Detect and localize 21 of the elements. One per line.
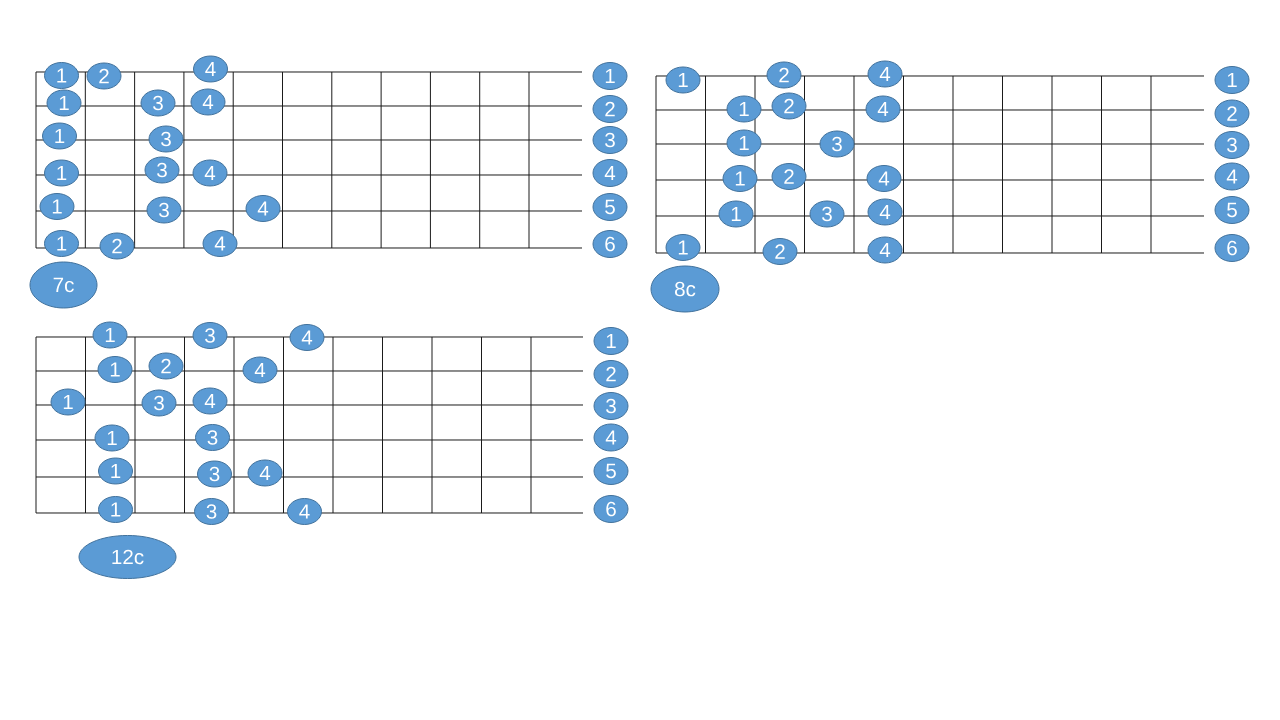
string-number: 4 <box>592 159 628 187</box>
chord-label: 7c <box>29 261 98 309</box>
string-number: 6 <box>593 495 629 523</box>
string-number: 3 <box>593 392 629 420</box>
string-number: 5 <box>1214 196 1250 224</box>
chord-label: 8c <box>650 265 720 313</box>
string-number: 4 <box>593 423 629 452</box>
string-number: 3 <box>592 126 628 154</box>
string-number: 4 <box>1214 162 1250 191</box>
string-number: 1 <box>593 327 629 355</box>
string-number: 3 <box>1214 131 1250 159</box>
string-number: 1 <box>1214 66 1250 94</box>
string-number: 2 <box>592 95 628 123</box>
string-number: 6 <box>592 230 628 258</box>
string-number: 2 <box>1214 99 1250 128</box>
chord-label: 12c <box>78 535 177 579</box>
string-number: 2 <box>593 360 629 388</box>
string-number: 1 <box>592 62 628 90</box>
string-number: 6 <box>1214 234 1250 262</box>
string-number: 5 <box>593 457 629 485</box>
string-number: 5 <box>592 193 628 221</box>
